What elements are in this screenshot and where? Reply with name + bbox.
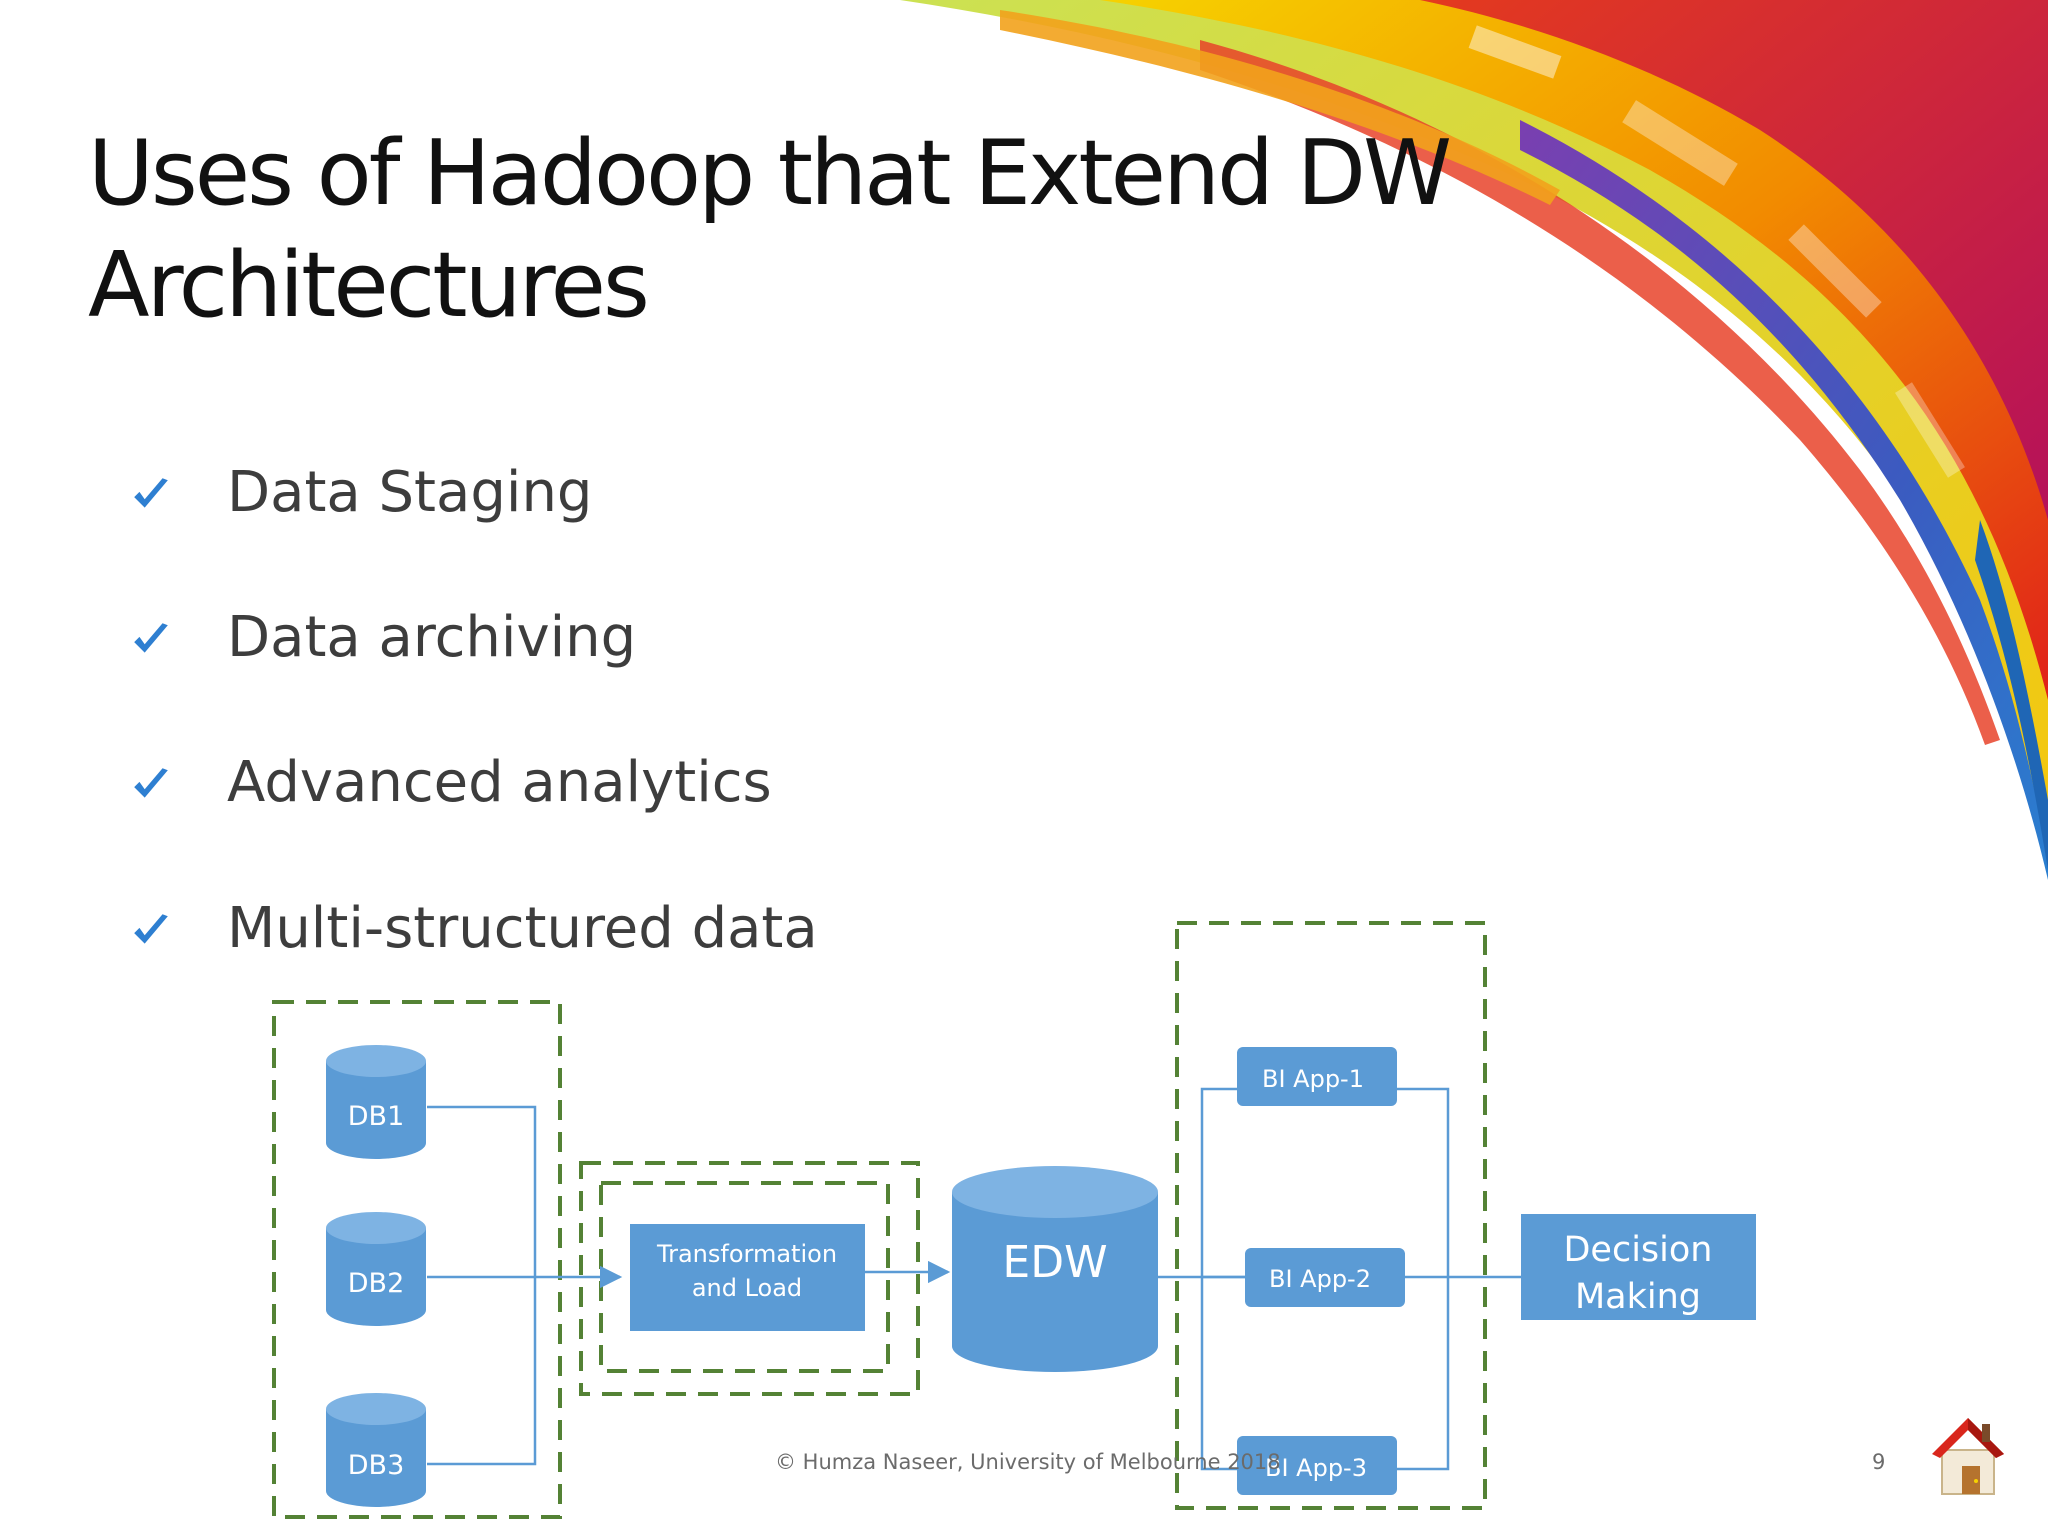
page-number: 9 bbox=[1872, 1450, 1886, 1474]
decision-box: Decision Making bbox=[1521, 1214, 1756, 1320]
edw-cylinder: EDW bbox=[952, 1166, 1158, 1372]
transform-inner-border bbox=[599, 1181, 890, 1373]
db-label: DB1 bbox=[348, 1101, 405, 1132]
bullet-item: Data Staging bbox=[130, 440, 1030, 540]
db-label: DB3 bbox=[348, 1450, 405, 1481]
bi-apps-group-border bbox=[1175, 921, 1487, 1510]
sources-group-border bbox=[272, 1000, 562, 1519]
checkmark-icon bbox=[134, 914, 168, 944]
source-connectors bbox=[427, 1105, 623, 1466]
database-cylinder: DB1 bbox=[326, 1045, 426, 1159]
checkmark-icon bbox=[134, 768, 168, 798]
transform-outer-border bbox=[579, 1161, 920, 1396]
bullet-item: Multi-structured data bbox=[130, 876, 1030, 976]
bi-app-box: BI App-2 bbox=[1245, 1248, 1405, 1307]
db-label: DB2 bbox=[348, 1268, 405, 1299]
database-cylinder: DB2 bbox=[326, 1212, 426, 1326]
bullet-text: Data Staging bbox=[227, 460, 593, 525]
bullet-text: Multi-structured data bbox=[227, 896, 818, 961]
checkmark-icon bbox=[134, 623, 168, 653]
edw-label: EDW bbox=[1002, 1237, 1107, 1288]
slide-title: Uses of Hadoop that Extend DW Architectu… bbox=[88, 118, 1488, 342]
bullet-text: Data archiving bbox=[227, 605, 637, 670]
bi-app-label: BI App-2 bbox=[1269, 1265, 1371, 1293]
bi-app-box: BI App-3 bbox=[1237, 1436, 1397, 1495]
decision-label-line-1: Decision bbox=[1563, 1230, 1712, 1270]
title-line-2: Architectures bbox=[88, 233, 650, 338]
bi-app-box: BI App-1 bbox=[1237, 1047, 1397, 1106]
transform-box: Transformation and Load bbox=[630, 1224, 865, 1331]
decision-label-line-2: Making bbox=[1575, 1277, 1701, 1317]
bi-app-label: BI App-3 bbox=[1265, 1454, 1367, 1482]
title-line-1: Uses of Hadoop that Extend DW bbox=[88, 121, 1452, 226]
bi-app-label: BI App-1 bbox=[1262, 1065, 1364, 1093]
transform-label-line-1: Transformation bbox=[656, 1240, 837, 1268]
database-cylinder: DB3 bbox=[326, 1393, 426, 1507]
transform-label-line-2: and Load bbox=[692, 1274, 802, 1302]
checkmark-icon bbox=[134, 478, 168, 508]
bullet-text: Advanced analytics bbox=[227, 750, 772, 815]
home-icon[interactable] bbox=[1928, 1410, 2008, 1500]
bullet-item: Advanced analytics bbox=[130, 730, 1030, 830]
bullet-item: Data archiving bbox=[130, 585, 1030, 685]
footer-copyright: © Humza Naseer, University of Melbourne … bbox=[775, 1450, 1281, 1474]
bi-connectors bbox=[1157, 1087, 1521, 1471]
